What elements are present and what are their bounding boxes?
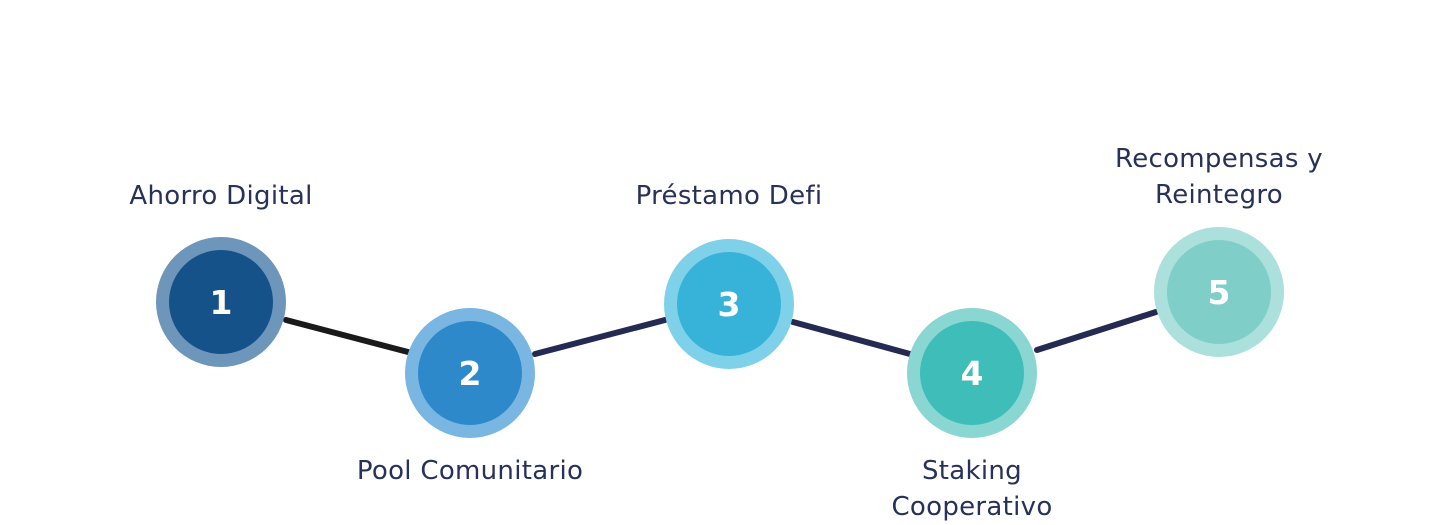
connector-3-4 (790, 319, 913, 357)
step-5-circle: 5 (1154, 227, 1284, 357)
step-5-number: 5 (1167, 240, 1271, 344)
step-1-circle: 1 (156, 237, 286, 367)
step-2-circle: 2 (405, 308, 535, 438)
step-5-label-line-2: Reintegro (1154, 180, 1284, 210)
step-2-label: Pool Comunitario (356, 456, 584, 486)
step-4-label: Staking Cooperativo (891, 453, 1052, 525)
step-4-circle: 4 (907, 308, 1037, 438)
step-4-number: 4 (920, 321, 1024, 425)
step-1-number: 1 (169, 250, 273, 354)
connector-1-2 (283, 317, 411, 355)
step-3-label: Préstamo Defi (635, 181, 823, 211)
step-1-label: Ahorro Digital (129, 181, 313, 211)
connector-4-5 (1034, 309, 1159, 353)
step-5-label: Recompensas y Reintegro (1115, 141, 1323, 213)
step-3-circle: 3 (664, 239, 794, 369)
step-4-label-line-1: Staking (921, 456, 1022, 486)
step-2-number: 2 (418, 321, 522, 425)
step-5-label-line-1: Recompensas y (1115, 144, 1323, 174)
step-3-number: 3 (677, 252, 781, 356)
step-4-label-line-2: Cooperativo (891, 492, 1053, 522)
connector-2-3 (532, 317, 668, 357)
